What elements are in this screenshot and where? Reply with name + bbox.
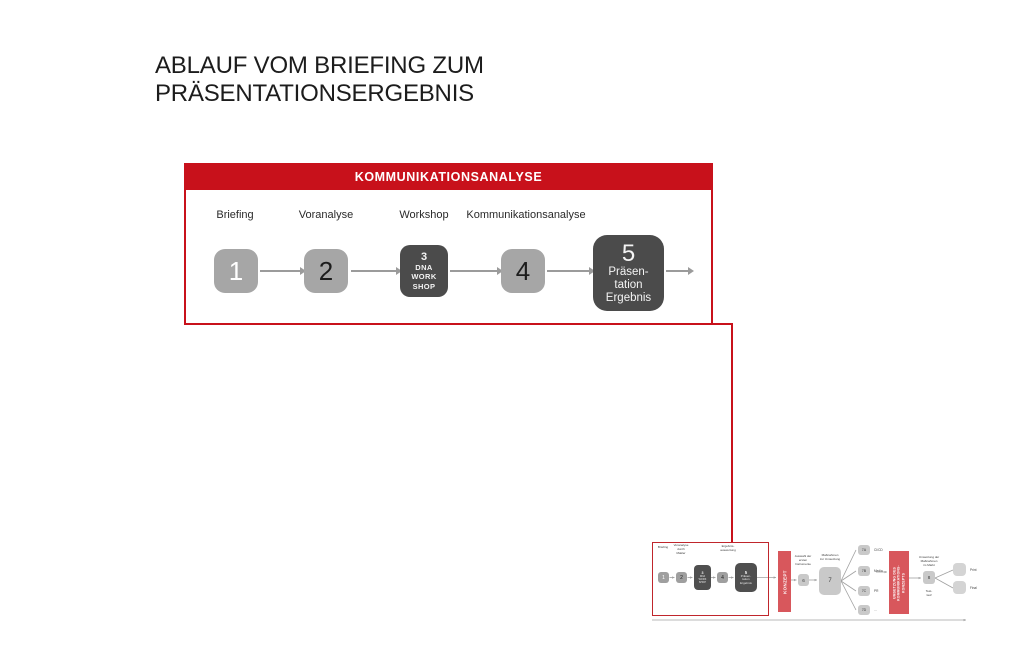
mm-step-7d-label: … [874, 608, 878, 612]
mm-label-step6: Auswahl der ersten Instrumente [794, 554, 812, 566]
step-box-5-label: Präsen- tation Ergebnis [605, 265, 652, 305]
minimap-connectors [652, 549, 966, 622]
zoom-connector-horizontal [713, 323, 733, 325]
mm-step-7d: 7D [858, 605, 870, 615]
step-label-kommunikationsanalyse: Kommunikationsanalyse [466, 209, 586, 221]
mm-label-step8-top: Umsetzung der Maßnahmen im Markt [918, 555, 940, 567]
mm-step-7a: 7A [858, 545, 870, 555]
mm-result-1 [953, 563, 966, 576]
mm-step-4: 4 [717, 572, 728, 583]
mm-step-2: 2 [676, 572, 687, 583]
step-label-briefing: Briefing [216, 209, 254, 221]
mm-step-number: 3 [701, 570, 704, 575]
process-minimap: Briefing Voranalyse durch Makler Ergebni… [650, 538, 980, 633]
flow-arrow-4 [547, 267, 595, 275]
step-box-3-label: DNA WORK SHOP [411, 262, 437, 291]
panel-header: KOMMUNIKATIONSANALYSE [184, 163, 713, 190]
mm-step-7c: 7C [858, 586, 870, 596]
mm-result-1-label: Print [970, 568, 977, 572]
mm-step-3-label: DNA WORK SHOP [698, 575, 707, 585]
mm-step-7: 7 [819, 567, 841, 595]
step-box-3: 3 DNA WORK SHOP [400, 245, 448, 297]
step-number: 5 [621, 239, 636, 267]
mm-step-3: 3 DNA WORK SHOP [694, 565, 711, 590]
step-box-4: 4 [501, 249, 545, 293]
step-label-workshop: Workshop [399, 209, 449, 221]
mm-bar-umsetzung-label: UMSETZUNG DES KOMMUNIKATIONS- KONZEPTS [892, 564, 906, 601]
page-title: ABLAUF VOM BRIEFING ZUM PRÄSENTATIONSERG… [155, 52, 484, 107]
kommunikationsanalyse-panel: KOMMUNIKATIONSANALYSE Briefing Voranalys… [184, 163, 713, 325]
minimap-viewport-outline [652, 542, 769, 616]
mm-bar-umsetzung: UMSETZUNG DES KOMMUNIKATIONS- KONZEPTS [889, 551, 909, 614]
mm-step-5-label: Präsen- tation Ergebnis [740, 573, 752, 585]
flow-arrow-5 [666, 267, 694, 275]
mm-result-2-label: Final [970, 586, 977, 590]
mm-result-2 [953, 581, 966, 594]
flow-arrow-1 [260, 267, 306, 275]
flow-arrow-3 [450, 267, 503, 275]
mm-label-step8-bottom: Test- lauf [925, 589, 933, 597]
mm-step-7c-label: PR [874, 589, 879, 593]
step-box-2: 2 [304, 249, 348, 293]
mm-step-7a-label: CI/CD [874, 548, 883, 552]
mm-bar-konzept: KONZEPT [778, 551, 791, 612]
mm-step-6: 6 [798, 574, 809, 586]
mm-bar-konzept-label: KONZEPT [782, 569, 787, 594]
step-label-voranalyse: Voranalyse [298, 209, 354, 221]
mm-label-ergebnis: Ergebnis- auswertung [720, 544, 736, 552]
mm-step-8: 8 [923, 571, 935, 584]
mm-label-step7: Maßnahmen zur Umsetzung [819, 553, 841, 561]
flow-arrow-2 [351, 267, 402, 275]
mm-label-briefing: Briefing [657, 545, 669, 549]
mm-step-1: 1 [658, 572, 669, 583]
step-number: 3 [420, 250, 428, 263]
step-box-1: 1 [214, 249, 258, 293]
mm-label-voranalyse: Voranalyse durch Makler [673, 543, 689, 555]
mm-step-number: 5 [744, 569, 748, 575]
step-box-5: 5 Präsen- tation Ergebnis [593, 235, 664, 311]
mm-step-5: 5 Präsen- tation Ergebnis [735, 563, 757, 592]
mm-step-7b-label: Media [874, 569, 883, 573]
mm-step-7b: 7B [858, 566, 870, 576]
zoom-connector-vertical [731, 325, 733, 543]
